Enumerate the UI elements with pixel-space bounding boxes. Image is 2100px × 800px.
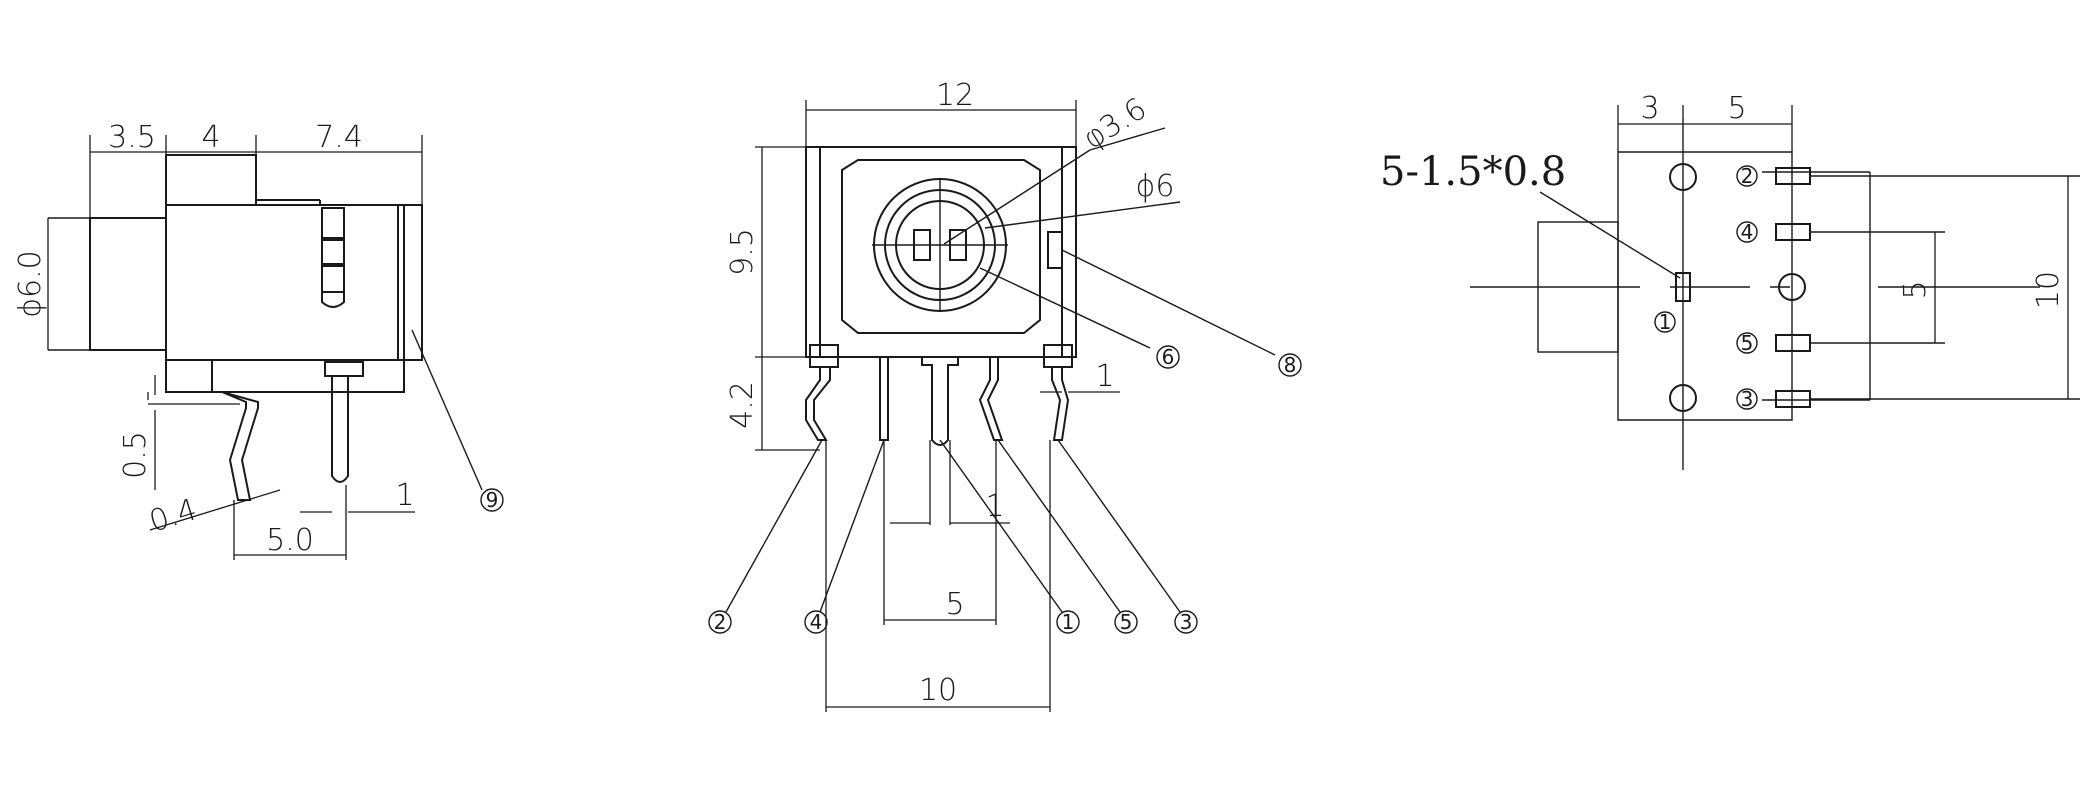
front-pin-2 [805,366,831,441]
side-barrel [89,217,167,351]
front-callout-4-circle [804,610,828,634]
pcb-pin-2: 2 [1741,164,1754,188]
front-side-tab [1047,231,1063,269]
side-callout-9-leader [411,329,483,491]
side-dim-phi6: ϕ6.0 [13,250,48,318]
pcb-slot-1 [1675,272,1691,302]
side-dim-4: 4 [201,120,220,155]
pcb-dim-10-side: 10 [2031,271,2066,309]
front-dim-4-2: 4.2 [725,381,760,429]
front-callout-5-leader [997,439,1121,613]
side-slot-1 [321,207,345,239]
pcb-pin-5: 5 [1741,331,1754,355]
pcb-slot-2 [1775,167,1811,185]
side-slot-2 [321,239,345,265]
side-view: 3.5 4 7.4 ϕ6.0 0.5 0.4 5.0 1 9 [13,120,504,560]
pcb-pin-1: 1 [1659,310,1672,334]
pcb-pin-3: 3 [1741,387,1754,411]
front-callout-6: 6 [1162,345,1175,369]
front-callout-6-circle [1156,345,1180,369]
pcb-hole-spec-leader [1539,191,1681,279]
side-dim-0-4: 0.4 [145,492,201,539]
pcb-pin-3-circle [1736,388,1758,410]
side-slot-3 [321,265,345,293]
front-dim-phi3-6: φ3.6 [1077,91,1153,156]
side-base-left [165,359,213,393]
front-callout-1-leader [939,439,1063,613]
front-pin-3 [1051,366,1070,441]
front-callout-3: 3 [1180,610,1193,634]
front-contact-right [949,229,967,261]
front-view: 12 9.5 4.2 φ3.6 ϕ6 6 8 1 1 [708,78,1302,712]
side-dim-0-5: 0.5 [118,431,153,479]
front-callout-3-circle [1174,610,1198,634]
side-dim-04-line [149,489,281,531]
pcb-pin-2-circle [1736,165,1758,187]
front-phi6-leader [984,201,1181,229]
side-pin-bent [221,391,259,501]
front-callout-8-circle [1278,353,1302,377]
front-callout-2: 2 [714,610,727,634]
pcb-dim-5-side: 5 [1898,280,1933,299]
front-phi36-leader [943,149,1091,245]
side-dim-1: 1 [395,478,414,513]
front-pin-4 [879,356,889,441]
side-dim-3-5: 3.5 [108,120,156,155]
front-callout-2-circle [708,610,732,634]
pcb-slot-3 [1775,390,1811,408]
front-callout-3-leader [1057,439,1181,613]
side-top-block [165,154,257,206]
front-phi36-tail [1089,127,1166,151]
front-dim-5: 5 [945,587,964,622]
front-inner-face [841,159,1041,334]
side-pin-straight [331,376,349,483]
pcb-outline [1617,151,1793,421]
pcb-pin-4-circle [1736,221,1758,243]
front-callout-4: 4 [810,610,823,634]
pcb-pin-4: 4 [1741,220,1754,244]
front-dim-1: 1 [1095,359,1114,394]
pcb-pin-1-circle [1654,311,1676,333]
side-slot-4 [321,292,345,308]
pcb-slot-4 [1775,223,1811,241]
pcb-view: 5-1.5*0.8 3 5 5 10 2 4 1 5 3 [1380,91,2080,470]
front-callout-5-circle [1114,610,1138,634]
pcb-hole-spec: 5-1.5*0.8 [1380,149,1566,195]
side-callout-9: 9 [486,488,499,512]
side-callout-9-circle [480,488,504,512]
front-callout-2-leader [725,439,823,613]
front-callout-5: 5 [1120,610,1133,634]
front-callout-1: 1 [1062,610,1075,634]
pcb-mount-hole-top [1669,163,1697,191]
pcb-slot-5 [1775,334,1811,352]
front-callout-6-leader [979,267,1151,349]
side-base-pad [324,361,364,377]
side-body [165,204,405,361]
side-dim-5-0: 5.0 [266,523,314,558]
front-dim-12: 12 [936,78,974,113]
front-callout-4-leader [819,439,885,613]
front-dim-9-5: 9.5 [725,228,760,276]
front-pin-1 [921,356,959,446]
side-base [165,359,405,393]
side-dim-7-4: 7.4 [315,120,363,155]
front-callout-8: 8 [1284,353,1297,377]
front-dim-1b: 1 [985,489,1004,524]
front-dim-phi6: ϕ6 [1136,169,1175,204]
front-dim-10: 10 [919,673,957,708]
front-callout-8-leader [1061,249,1276,356]
front-pin-5 [978,356,1004,441]
front-callout-1-circle [1056,610,1080,634]
pcb-dim-3: 3 [1640,91,1659,126]
front-contact-left [913,229,931,261]
pcb-pin-5-circle [1736,332,1758,354]
pcb-mount-hole-bottom [1669,384,1697,412]
pcb-center-hole [1778,273,1806,301]
pcb-dim-5-top: 5 [1727,91,1746,126]
side-rear-face [397,204,423,361]
